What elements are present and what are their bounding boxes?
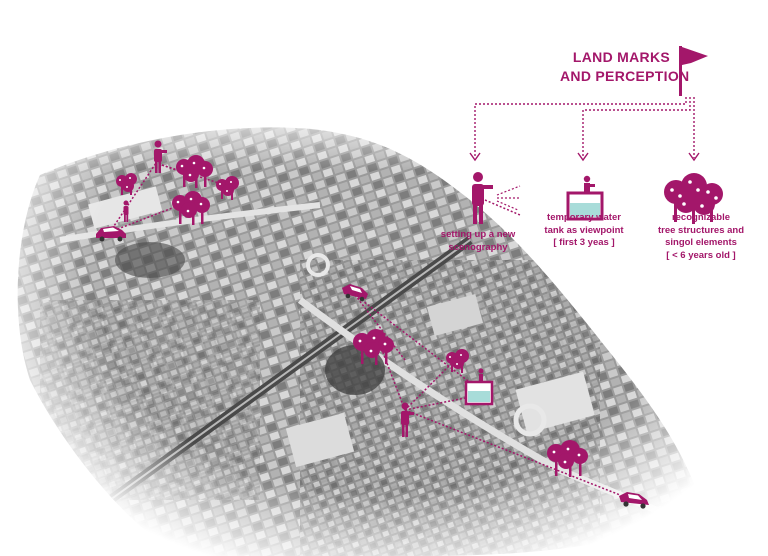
caption-line: scenography xyxy=(448,241,508,253)
tree-cluster-icon xyxy=(172,191,210,225)
caption-line: [ first 3 yeas ] xyxy=(553,237,615,248)
tree-cluster-icon xyxy=(116,173,137,195)
caption-line: tree structures and xyxy=(657,224,745,236)
tree-cluster-icon xyxy=(176,155,213,188)
person-icon xyxy=(401,402,414,437)
car-icon xyxy=(619,492,649,509)
title-line-2: AND PERCEPTION xyxy=(560,68,690,84)
legend-caption-scenography: setting up a new scenography xyxy=(424,229,532,254)
caption-line: tank as viewpoint xyxy=(544,224,624,236)
flag-icon xyxy=(679,46,708,96)
person-icon xyxy=(123,200,129,222)
legend-caption-water-tank: temporary water tank as viewpoint [ firs… xyxy=(532,212,636,250)
tree-cluster-icon xyxy=(446,349,469,373)
legend-caption-trees: recognizable tree structures and singol … xyxy=(640,212,762,262)
person-icon xyxy=(154,140,167,173)
caption-line: temporary water xyxy=(547,212,621,223)
caption-line: setting up a new xyxy=(440,229,516,240)
caption-line: recognizable xyxy=(671,212,731,223)
water-tank-icon xyxy=(566,175,604,221)
water-tank-icon xyxy=(464,368,494,406)
tree-cluster-icon xyxy=(547,440,588,477)
person-viewpoint-icon xyxy=(472,172,493,224)
car-icon xyxy=(96,226,126,242)
diagram-title: LAND MARKS AND PERCEPTION xyxy=(560,48,690,86)
legend-connectors xyxy=(474,97,695,158)
tree-cluster-icon xyxy=(353,329,394,365)
title-line-1: LAND MARKS xyxy=(572,49,670,65)
car-icon xyxy=(342,284,368,302)
caption-line: [ < 6 years old ] xyxy=(666,249,736,261)
tree-cluster-icon xyxy=(664,173,723,224)
tree-cluster-icon xyxy=(216,176,239,200)
caption-line: singol elements xyxy=(665,237,737,248)
